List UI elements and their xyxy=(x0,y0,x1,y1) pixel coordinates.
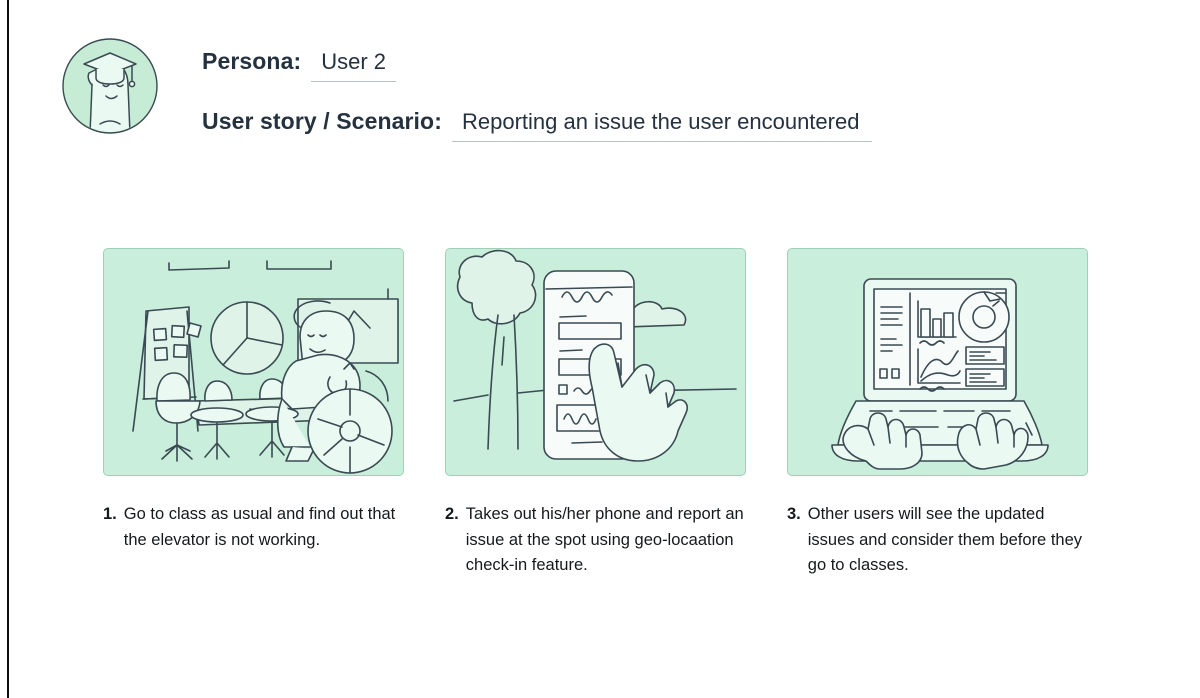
panel-classroom-scene[interactable] xyxy=(103,248,404,476)
storyboard-panels: 1. Go to class as usual and find out tha… xyxy=(103,248,1088,579)
caption-text: Go to class as usual and find out that t… xyxy=(123,505,396,549)
storyboard-cell-3: 3. Other users will see the updated issu… xyxy=(787,248,1088,579)
persona-field-row: Persona: User 2 xyxy=(202,48,872,82)
panel-laptop-dashboard-scene[interactable] xyxy=(787,248,1088,476)
graduate-persona-avatar xyxy=(62,38,158,134)
left-edge-rule xyxy=(7,0,9,698)
caption-number: 1. xyxy=(103,505,117,523)
persona-label: Persona: xyxy=(202,48,302,74)
scenario-field-row: User story / Scenario: Reporting an issu… xyxy=(202,108,872,142)
scenario-value[interactable]: Reporting an issue the user encountered xyxy=(451,109,872,142)
caption-text: Other users will see the updated issues … xyxy=(807,505,1083,575)
storyboard-cell-1: 1. Go to class as usual and find out tha… xyxy=(103,248,404,579)
panel-caption-3: 3. Other users will see the updated issu… xyxy=(787,502,1088,579)
persona-header: Persona: User 2 User story / Scenario: R… xyxy=(62,38,872,142)
caption-number: 3. xyxy=(787,505,801,523)
panel-phone-reporting-scene[interactable] xyxy=(445,248,746,476)
panel-caption-1: 1. Go to class as usual and find out tha… xyxy=(103,502,404,553)
caption-number: 2. xyxy=(445,505,459,523)
persona-value[interactable]: User 2 xyxy=(311,49,397,82)
panel-caption-2: 2. Takes out his/her phone and report an… xyxy=(445,502,746,579)
header-field-list: Persona: User 2 User story / Scenario: R… xyxy=(202,48,872,142)
storyboard-cell-2: 2. Takes out his/her phone and report an… xyxy=(445,248,746,579)
scenario-label: User story / Scenario: xyxy=(202,108,442,134)
caption-text: Takes out his/her phone and report an is… xyxy=(465,505,744,575)
